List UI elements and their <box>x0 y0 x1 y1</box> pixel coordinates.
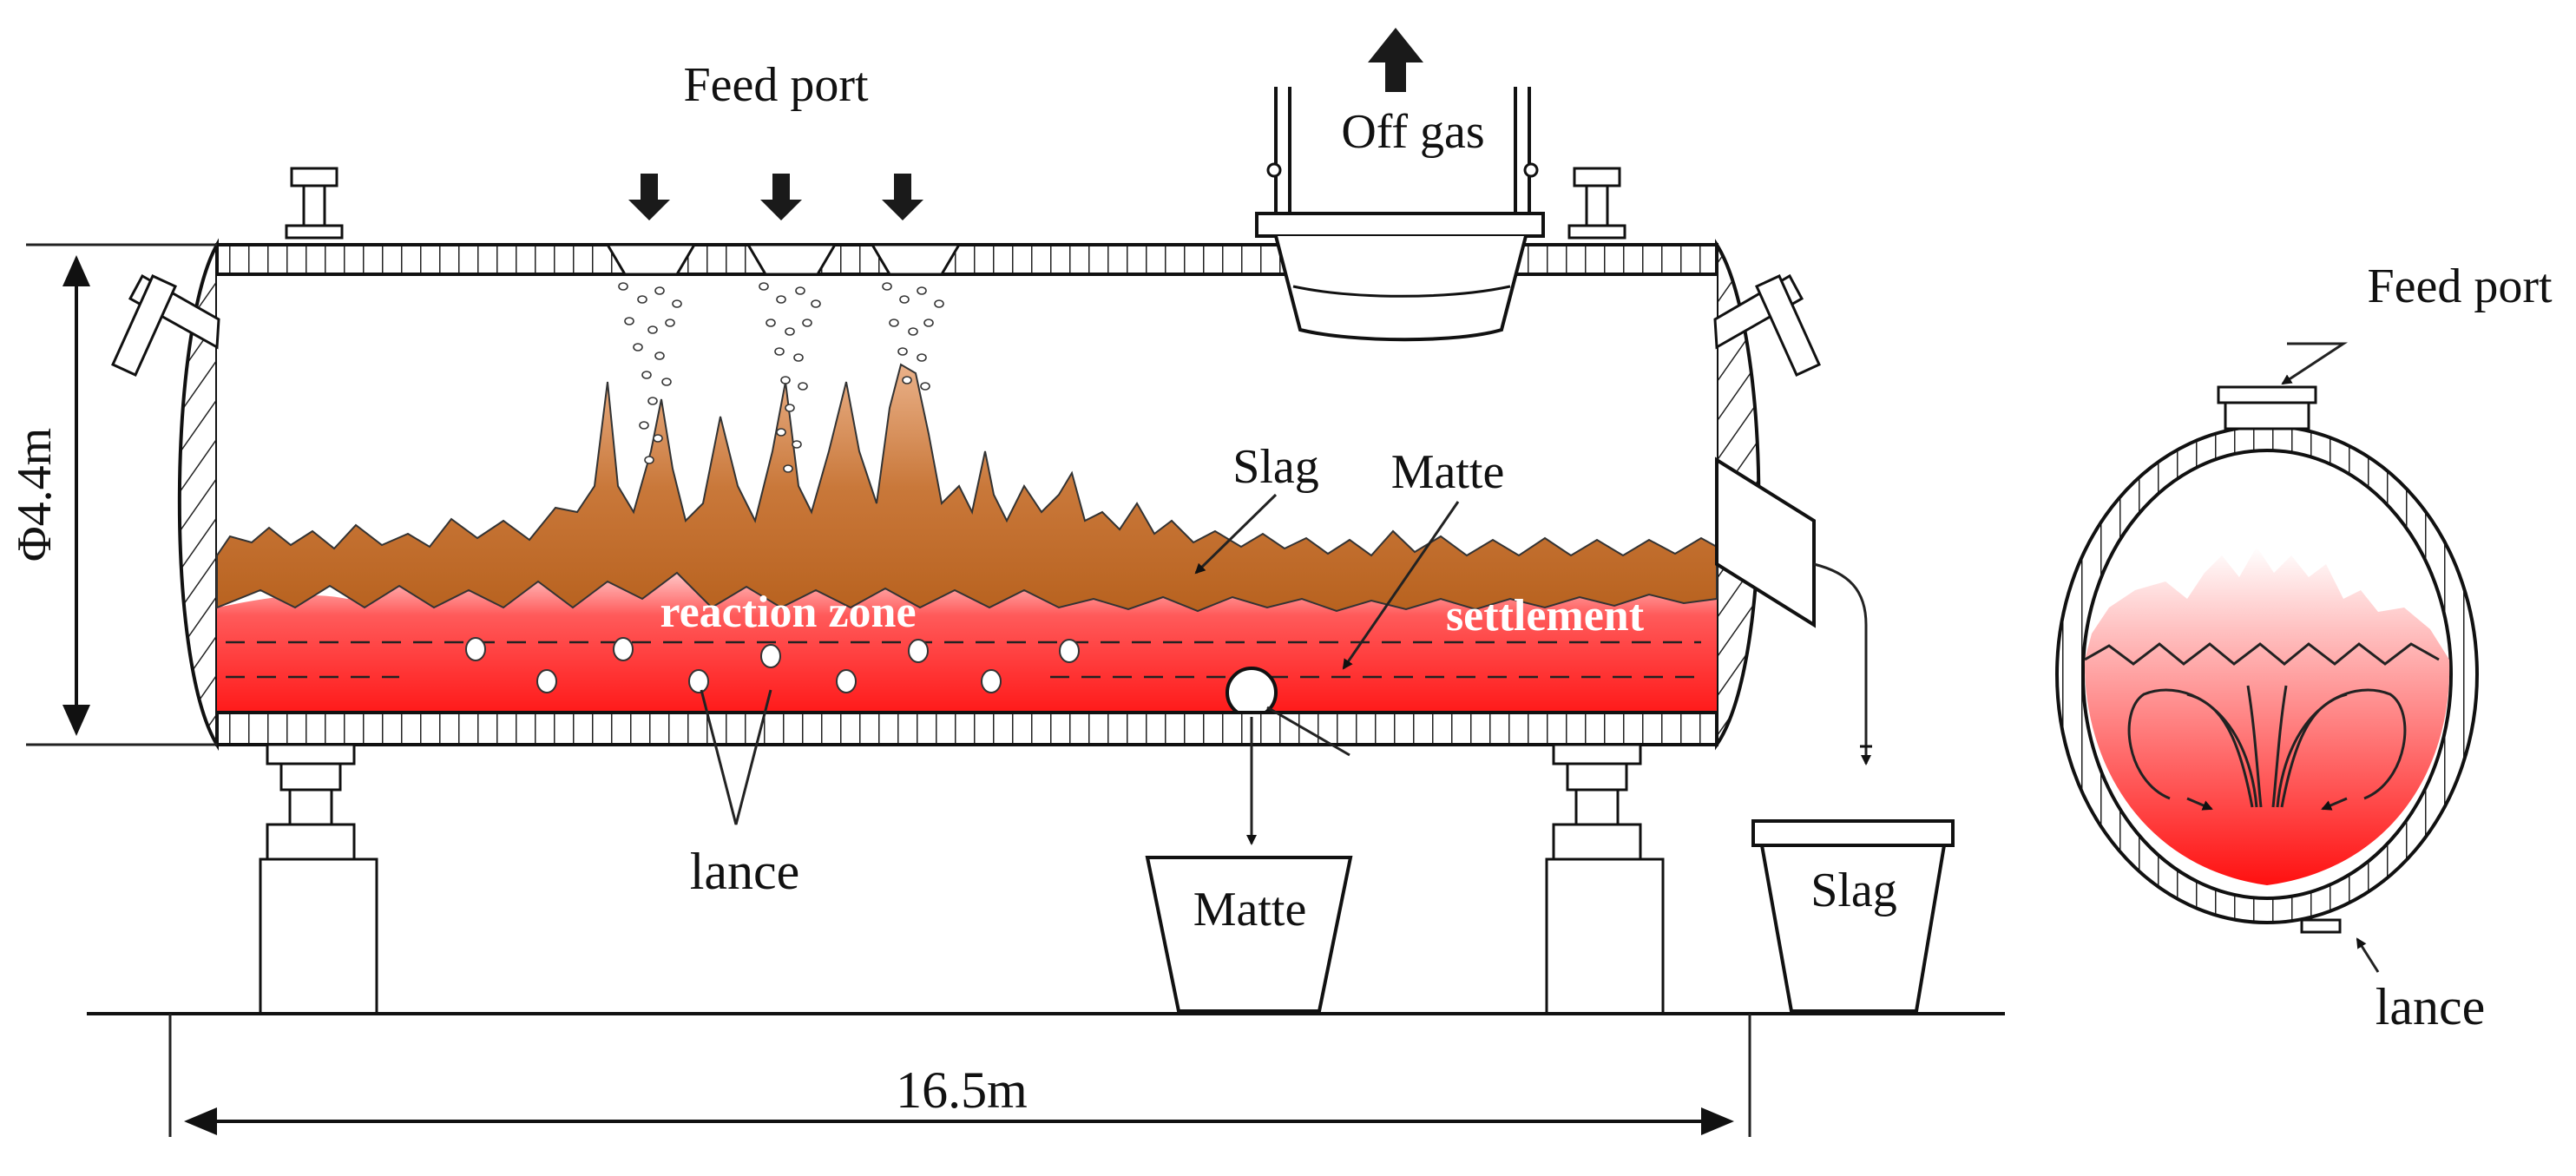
label-length: 16.5m <box>896 1061 1028 1119</box>
right-nozzle <box>1713 273 1821 377</box>
matte-pot <box>1145 856 1353 1013</box>
feed-chutes <box>605 243 962 276</box>
slag-leader-arrow <box>1194 493 1278 575</box>
feed-particles <box>618 282 944 473</box>
slag-pot <box>1751 819 1955 1013</box>
cross-section-feed-port <box>2217 385 2317 430</box>
left-end-cap <box>177 238 219 752</box>
label-reaction-zone: reaction zone <box>660 588 916 637</box>
label-slag: Slag <box>1232 440 1319 494</box>
feed-arrows <box>628 174 923 220</box>
taphole-leader <box>1266 706 1350 757</box>
side-lance-leader <box>2356 937 2380 973</box>
label-matte: Matte <box>1391 445 1505 499</box>
label-settlement: settlement <box>1446 591 1645 641</box>
side-feed-leader <box>2281 342 2349 385</box>
label-feed-port-side: Feed port <box>2367 260 2553 313</box>
furnace-cross-section <box>2055 342 2479 973</box>
lance-bubbles <box>465 637 1080 693</box>
label-feed-port-top: Feed port <box>683 58 869 112</box>
slag-launder <box>1715 457 1816 628</box>
label-lance: lance <box>690 843 800 900</box>
off-gas-uptake <box>1255 87 1545 342</box>
off-gas-arrow <box>1368 28 1423 92</box>
label-lance-side: lance <box>2376 978 2486 1035</box>
matte-leader-arrow <box>1342 501 1460 670</box>
slag-flow-line <box>1813 562 1871 765</box>
label-diameter: Φ4.4m <box>8 428 62 562</box>
top-bolts <box>285 167 1626 240</box>
label-slag-pot: Slag <box>1810 864 1897 917</box>
label-matte-pot: Matte <box>1193 883 1307 936</box>
bottom-shell <box>215 711 1718 746</box>
lance-leader-lines <box>700 689 772 825</box>
cross-section-bath <box>2084 547 2450 885</box>
support-legs <box>259 743 1665 1015</box>
circulation-lines <box>2127 685 2407 808</box>
slag-layer <box>216 363 1718 613</box>
label-off-gas: Off gas <box>1341 105 1484 159</box>
cross-section-lance <box>2300 918 2342 934</box>
furnace-main-view <box>26 28 2005 1137</box>
left-nozzle <box>111 273 220 377</box>
